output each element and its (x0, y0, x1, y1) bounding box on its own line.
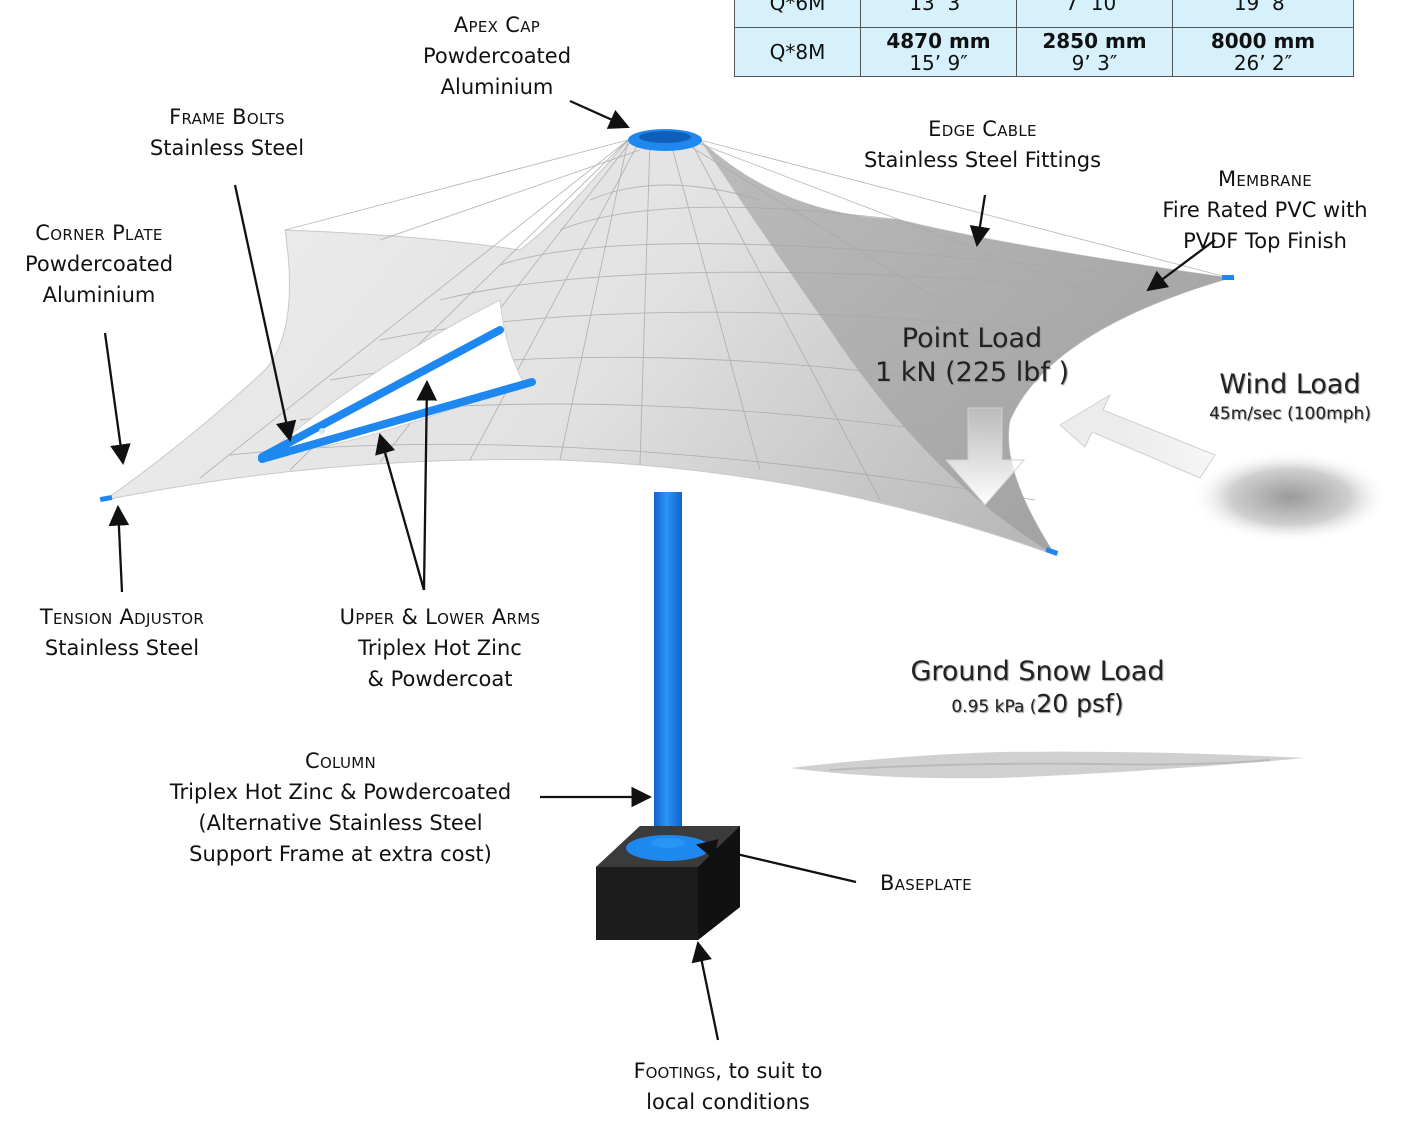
dim-b-ft: 9’ 3″ (1071, 51, 1118, 75)
table-row: Q*6M 13’ 3″ 7’ 10″ 19’ 8″ (734, 0, 1354, 28)
point-load-label: Point Load 1 kN (225 lbf ) (852, 322, 1092, 390)
dim-a-ft: 13’ 3″ (909, 0, 968, 15)
membrane-title: Membrane (1217, 167, 1312, 191)
apex-cap-label: Apex Cap Powdercoated Aluminium (412, 10, 582, 103)
baseplate-title: Baseplate (880, 871, 972, 895)
corner-plate-label: Corner Plate Powdercoated Aluminium (4, 218, 194, 311)
apex-cap (628, 129, 702, 151)
column (654, 492, 682, 844)
snow-ground-smear (790, 751, 1305, 779)
column-title: Column (304, 749, 377, 773)
column-label: Column Triplex Hot Zinc & Powdercoated (… (148, 746, 533, 870)
membrane-label: Membrane Fire Rated PVC with PVDF Top Fi… (1155, 164, 1375, 257)
point-load-title: Point Load (901, 323, 1043, 354)
wind-load-arrow (1059, 393, 1390, 543)
point-load-arrow (944, 407, 1026, 506)
apex-cap-title: Apex Cap (453, 13, 541, 37)
footings-label: Footings, to suit to local conditions (598, 1056, 858, 1118)
tension-adjustor-sub: Stainless Steel (44, 636, 200, 660)
footings-sub: local conditions (646, 1090, 810, 1114)
edge-cable-sub: Stainless Steel Fittings (863, 148, 1102, 172)
footings-title: Footings (633, 1059, 716, 1083)
dim-c-ft: 19’ 8″ (1233, 0, 1293, 15)
model-cell: Q*8M (734, 27, 861, 77)
edge-cable-title: Edge Cable (928, 117, 1037, 141)
corner-plate-title: Corner Plate (35, 221, 163, 245)
dim-b-mm: 2850 mm (1042, 29, 1147, 53)
frame-bolts-sub: Stainless Steel (149, 136, 305, 160)
dim-c-ft: 26’ 2″ (1233, 51, 1293, 75)
tension-adjustor-label: Tension Adjustor Stainless Steel (2, 602, 242, 664)
footings-title-rest: , to suit to (715, 1059, 823, 1083)
column-sub-3: Support Frame at extra cost) (189, 842, 492, 866)
membrane-sub-1: Fire Rated PVC with (1162, 198, 1368, 222)
corner-plates (99, 275, 1234, 556)
baseplate-label: Baseplate (880, 868, 1040, 899)
arms-label: Upper & Lower Arms Triplex Hot Zinc & Po… (305, 602, 575, 695)
dim-a-mm: 4870 mm (886, 29, 991, 53)
snow-load-title: Ground Snow Load (910, 656, 1165, 687)
wind-load-label: Wind Load 45m/sec (100mph) (1175, 368, 1405, 426)
tension-adjustor-title: Tension Adjustor (39, 605, 205, 629)
dim-c-mm: 8000 mm (1210, 29, 1316, 53)
frame-bolts-title: Frame Bolts (169, 105, 285, 129)
frame-arms (258, 326, 536, 463)
dim-a-ft: 15’ 9″ (909, 51, 968, 75)
membrane-sub-2: PVDF Top Finish (1183, 229, 1347, 253)
corner-plate-sub-1: Powdercoated (24, 252, 174, 276)
snow-load-label: Ground Snow Load 0.95 kPa (20 psf) (895, 655, 1180, 719)
baseplate (626, 835, 710, 861)
arms-title: Upper & Lower Arms (339, 605, 541, 629)
snow-load-value-small: 0.95 kPa ( (951, 697, 1037, 717)
wind-load-title: Wind Load (1219, 369, 1361, 400)
frame-bolts-label: Frame Bolts Stainless Steel (132, 102, 322, 164)
wind-load-value: 45m/sec (100mph) (1209, 404, 1371, 424)
model-cell: Q*6M (734, 0, 861, 28)
dim-b-ft: 7’ 10″ (1065, 0, 1124, 15)
apex-cap-sub-1: Powdercoated (422, 44, 572, 68)
arms-sub-2: & Powdercoat (367, 667, 513, 691)
edge-cable-label: Edge Cable Stainless Steel Fittings (850, 114, 1115, 176)
column-sub-1: Triplex Hot Zinc & Powdercoated (169, 780, 512, 804)
snow-load-value-big: 20 psf) (1036, 689, 1124, 718)
point-load-value: 1 kN (225 lbf ) (874, 357, 1070, 388)
apex-cap-sub-2: Aluminium (440, 75, 554, 99)
column-sub-2: (Alternative Stainless Steel (198, 811, 483, 835)
leader-lines (103, 99, 1216, 1041)
arms-sub-1: Triplex Hot Zinc (358, 636, 522, 660)
corner-plate-sub-2: Aluminium (42, 283, 156, 307)
